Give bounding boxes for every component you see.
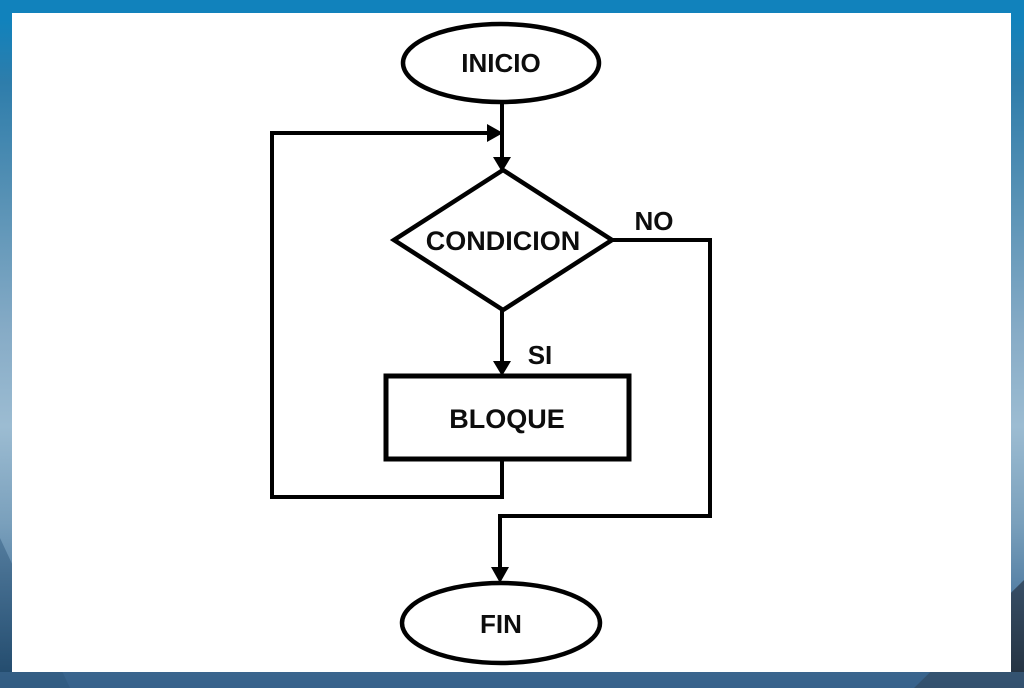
arrowhead-into-bloque (493, 361, 511, 376)
edge-condicion-bloque (493, 308, 511, 376)
edge-inicio-condicion (493, 100, 511, 172)
arrowhead-loopback-junction (487, 124, 503, 142)
node-condicion-label: CONDICION (426, 226, 581, 256)
edge-label-si: SI (528, 340, 553, 370)
node-fin: FIN (399, 580, 603, 666)
node-inicio: INICIO (400, 21, 602, 105)
node-bloque-label: BLOQUE (449, 404, 565, 434)
node-fin-label: FIN (480, 609, 522, 639)
arrowhead-into-condicion (493, 157, 511, 172)
diagram-canvas (12, 13, 1011, 672)
node-bloque: BLOQUE (383, 373, 632, 462)
edge-condicion-fin (491, 238, 712, 583)
arrowhead-into-fin (491, 567, 509, 583)
edge-label-no: NO (635, 206, 674, 236)
background-bottom-strip (0, 672, 1024, 688)
edge-bloque-loopback (270, 124, 504, 499)
node-condicion: CONDICION (389, 167, 617, 313)
node-inicio-label: INICIO (461, 48, 540, 78)
